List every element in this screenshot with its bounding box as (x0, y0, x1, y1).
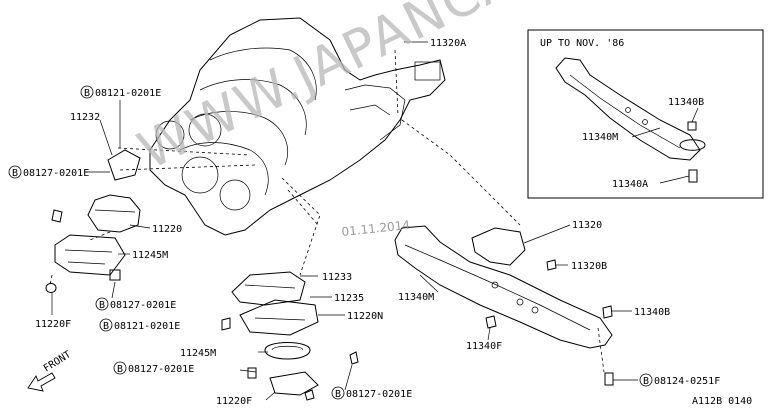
label-08127-0201E-left: 08127-0201E (23, 168, 89, 179)
label-11320A: 11320A (430, 38, 466, 49)
bolt-marker-08121-mid: B (99, 318, 113, 332)
front-arrow: FRONT (27, 349, 73, 392)
label-11220: 11220 (152, 224, 182, 235)
bolt-marker-08124: B (639, 373, 653, 387)
date-stamp: 01.11.2014 (341, 218, 411, 239)
label-11340M: 11340M (398, 292, 434, 303)
inset-label-11340B: 11340B (668, 97, 704, 108)
watermark: WWW.JAPANCATS.RU (129, 0, 670, 182)
inset-label-11340A: 11340A (612, 179, 648, 190)
inset-label-11340M: 11340M (582, 132, 618, 143)
label-08124-0251F: 08124-0251F (654, 376, 720, 387)
drawing-code: A112B 0140 (692, 396, 752, 407)
engine-block (117, 17, 446, 236)
label-08121-0201E-top: 08121-0201E (95, 88, 161, 99)
label-11340F: 11340F (466, 341, 502, 352)
front-label: FRONT (42, 349, 73, 374)
label-11245M: 11245M (132, 250, 168, 261)
bolt-marker-letter: B (84, 88, 90, 99)
bolt-marker-letter: B (643, 376, 649, 387)
label-11235: 11235 (334, 293, 364, 304)
left-mount-assembly (45, 149, 141, 293)
label-08127-0201E-mid: 08127-0201E (110, 300, 176, 311)
inset-panel (527, 29, 764, 199)
label-11320B: 11320B (571, 261, 607, 272)
label-11320: 11320 (572, 220, 602, 231)
label-08121-0201E-mid: 08121-0201E (114, 321, 180, 332)
bolt-marker-letter: B (12, 168, 18, 179)
label-08127-0201E-bot: 08127-0201E (128, 364, 194, 375)
label-11233: 11233 (322, 272, 352, 283)
label-11245M-b: 11245M (180, 348, 216, 359)
bolt-marker-08127-left: B (8, 165, 22, 179)
bolt-marker-08127-mid: B (95, 297, 109, 311)
label-11220F-b: 11220F (216, 396, 252, 407)
bolt-marker-letter: B (335, 389, 341, 400)
bolt-marker-08121-top: B (80, 85, 94, 99)
label-11220N: 11220N (347, 311, 383, 322)
bolt-marker-letter: B (117, 364, 123, 375)
bolt-marker-letter: B (103, 321, 109, 332)
bolt-marker-letter: B (99, 300, 105, 311)
center-mount-stack (221, 177, 359, 401)
label-11340B: 11340B (634, 307, 670, 318)
leader-lines (51, 41, 699, 401)
bolt-marker-08127-bot: B (113, 361, 127, 375)
label-11232: 11232 (70, 112, 100, 123)
label-11220F: 11220F (35, 319, 71, 330)
crossmember (394, 49, 614, 386)
inset-title: UP TO NOV. '86 (540, 38, 624, 49)
label-08127-0201E-bot2: 08127-0201E (346, 389, 412, 400)
bolt-marker-08127-bot2: B (331, 386, 345, 400)
